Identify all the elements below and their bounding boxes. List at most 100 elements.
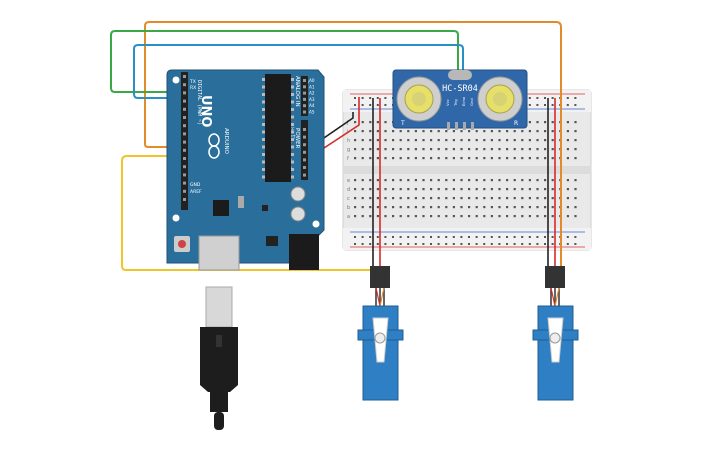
breadboard-hole[interactable] <box>407 206 410 209</box>
breadboard-hole[interactable] <box>422 188 425 191</box>
rail-hole[interactable] <box>574 104 577 106</box>
rail-hole[interactable] <box>422 243 425 245</box>
breadboard-hole[interactable] <box>490 197 493 200</box>
digital-pin[interactable] <box>183 83 186 87</box>
breadboard-hole[interactable] <box>536 179 539 182</box>
breadboard-hole[interactable] <box>490 157 493 160</box>
power-pin[interactable] <box>303 143 306 147</box>
breadboard-hole[interactable] <box>452 148 455 151</box>
breadboard-hole[interactable] <box>384 215 387 218</box>
breadboard-hole[interactable] <box>369 215 372 218</box>
breadboard-hole[interactable] <box>475 148 478 151</box>
breadboard-hole[interactable] <box>392 157 395 160</box>
breadboard-hole[interactable] <box>384 197 387 200</box>
rail-hole[interactable] <box>574 97 577 99</box>
breadboard-hole[interactable] <box>354 215 357 218</box>
breadboard-hole[interactable] <box>414 139 417 142</box>
breadboard-hole[interactable] <box>574 130 577 133</box>
breadboard-hole[interactable] <box>483 197 486 200</box>
breadboard-hole[interactable] <box>422 197 425 200</box>
breadboard-hole[interactable] <box>468 130 471 133</box>
breadboard-hole[interactable] <box>369 188 372 191</box>
breadboard-hole[interactable] <box>422 139 425 142</box>
breadboard-hole[interactable] <box>574 188 577 191</box>
breadboard-hole[interactable] <box>490 139 493 142</box>
breadboard-hole[interactable] <box>422 206 425 209</box>
breadboard-hole[interactable] <box>437 215 440 218</box>
breadboard-hole[interactable] <box>392 139 395 142</box>
breadboard-hole[interactable] <box>445 157 448 160</box>
breadboard-hole[interactable] <box>369 157 372 160</box>
breadboard-hole[interactable] <box>490 206 493 209</box>
breadboard-hole[interactable] <box>475 139 478 142</box>
breadboard-hole[interactable] <box>498 148 501 151</box>
breadboard-hole[interactable] <box>407 179 410 182</box>
breadboard-hole[interactable] <box>452 157 455 160</box>
breadboard-hole[interactable] <box>528 148 531 151</box>
rail-hole[interactable] <box>566 104 569 106</box>
breadboard-hole[interactable] <box>354 206 357 209</box>
breadboard-hole[interactable] <box>566 148 569 151</box>
breadboard-hole[interactable] <box>551 148 554 151</box>
breadboard-hole[interactable] <box>376 157 379 160</box>
breadboard-hole[interactable] <box>544 130 547 133</box>
rail-hole[interactable] <box>437 236 440 238</box>
breadboard-hole[interactable] <box>437 197 440 200</box>
breadboard-hole[interactable] <box>460 215 463 218</box>
breadboard-hole[interactable] <box>528 157 531 160</box>
breadboard-hole[interactable] <box>574 148 577 151</box>
rail-hole[interactable] <box>361 104 364 106</box>
breadboard-hole[interactable] <box>399 139 402 142</box>
rail-hole[interactable] <box>407 236 410 238</box>
breadboard-hole[interactable] <box>460 197 463 200</box>
rail-hole[interactable] <box>506 236 508 238</box>
rail-hole[interactable] <box>369 104 372 106</box>
breadboard-hole[interactable] <box>513 179 516 182</box>
breadboard-hole[interactable] <box>475 197 478 200</box>
rail-hole[interactable] <box>536 97 539 99</box>
breadboard-hole[interactable] <box>430 188 433 191</box>
breadboard-hole[interactable] <box>376 139 379 142</box>
breadboard-hole[interactable] <box>506 157 509 160</box>
breadboard-hole[interactable] <box>445 188 448 191</box>
breadboard-hole[interactable] <box>414 206 417 209</box>
rail-hole[interactable] <box>414 236 417 238</box>
breadboard-hole[interactable] <box>376 197 379 200</box>
breadboard-hole[interactable] <box>498 215 501 218</box>
rail-hole[interactable] <box>544 243 546 245</box>
rail-hole[interactable] <box>430 236 432 238</box>
breadboard-hole[interactable] <box>354 148 357 151</box>
rail-hole[interactable] <box>384 243 387 245</box>
rail-hole[interactable] <box>354 104 356 106</box>
rail-hole[interactable] <box>566 243 569 245</box>
rail-hole[interactable] <box>384 236 387 238</box>
breadboard-hole[interactable] <box>483 148 486 151</box>
breadboard-hole[interactable] <box>513 139 516 142</box>
rail-hole[interactable] <box>452 243 455 245</box>
breadboard-hole[interactable] <box>430 215 433 218</box>
breadboard-hole[interactable] <box>354 179 357 182</box>
breadboard-hole[interactable] <box>361 121 364 124</box>
breadboard-hole[interactable] <box>414 179 417 182</box>
breadboard-hole[interactable] <box>483 157 486 160</box>
breadboard-hole[interactable] <box>414 148 417 151</box>
rail-hole[interactable] <box>551 236 554 238</box>
rail-hole[interactable] <box>361 236 364 238</box>
breadboard-hole[interactable] <box>384 179 387 182</box>
breadboard-hole[interactable] <box>376 179 379 182</box>
breadboard-hole[interactable] <box>452 179 455 182</box>
digital-pin[interactable] <box>183 181 186 185</box>
breadboard-hole[interactable] <box>452 130 455 133</box>
breadboard-hole[interactable] <box>354 188 357 191</box>
breadboard-hole[interactable] <box>551 121 554 124</box>
breadboard-hole[interactable] <box>513 188 516 191</box>
breadboard-hole[interactable] <box>490 130 493 133</box>
breadboard-hole[interactable] <box>506 130 509 133</box>
rail-hole[interactable] <box>521 236 524 238</box>
breadboard-hole[interactable] <box>414 215 417 218</box>
breadboard-hole[interactable] <box>544 206 547 209</box>
breadboard-hole[interactable] <box>528 206 531 209</box>
rail-hole[interactable] <box>384 97 387 99</box>
breadboard-hole[interactable] <box>483 206 486 209</box>
